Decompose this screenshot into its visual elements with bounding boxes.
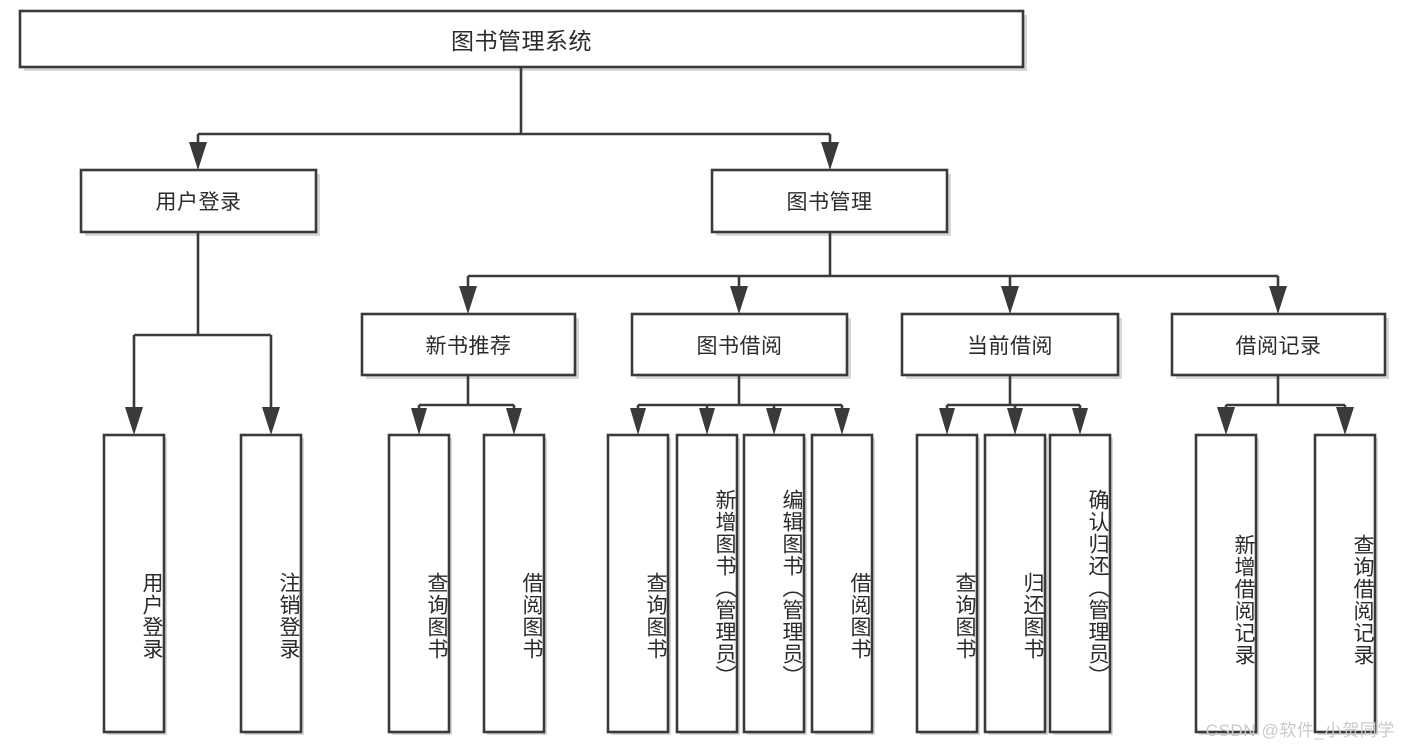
node-leaf-return-book[interactable] <box>983 433 1047 734</box>
connectors-bookmanage-level3 <box>459 232 1287 314</box>
node-new-book-recommend[interactable] <box>360 312 577 377</box>
node-leaf-query-record[interactable] <box>1313 433 1377 734</box>
node-leaf-borrow-book-2[interactable] <box>810 433 874 734</box>
node-root[interactable] <box>18 9 1025 69</box>
node-current-borrow[interactable] <box>900 312 1120 377</box>
connectors-borrowrecord-leaves <box>1217 375 1354 435</box>
node-leaf-query-book-1[interactable] <box>387 433 451 734</box>
node-borrow-record[interactable] <box>1170 312 1387 377</box>
node-leaf-query-book-3[interactable] <box>915 433 979 734</box>
node-leaf-user-login[interactable] <box>102 433 166 734</box>
node-leaf-add-book[interactable] <box>675 433 739 734</box>
connectors-userlogin-leaves <box>125 232 280 435</box>
node-leaf-logout[interactable] <box>239 433 303 734</box>
node-leaf-confirm-return[interactable] <box>1048 433 1112 734</box>
node-leaf-query-book-2[interactable] <box>606 433 670 734</box>
node-leaf-add-record[interactable] <box>1194 433 1258 734</box>
node-user-login[interactable] <box>79 168 318 234</box>
node-book-borrow[interactable] <box>630 312 849 377</box>
connectors-recommend-leaves <box>411 375 522 435</box>
node-leaf-edit-book[interactable] <box>742 433 806 734</box>
node-book-manage[interactable] <box>710 168 949 234</box>
node-leaf-borrow-book-1[interactable] <box>482 433 546 734</box>
connectors-currentborrow-leaves <box>939 375 1088 435</box>
connectors-bookborrow-leaves <box>630 375 850 435</box>
connectors-root-level2 <box>189 67 839 170</box>
